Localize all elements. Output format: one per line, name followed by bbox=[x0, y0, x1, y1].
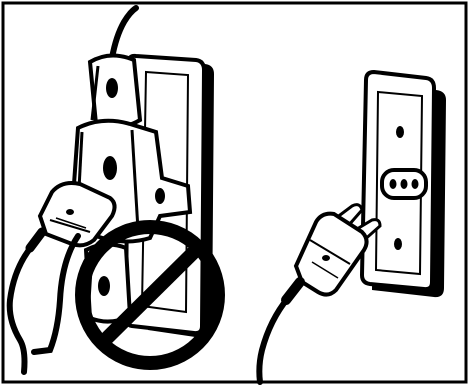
wall-plate-right bbox=[359, 69, 446, 298]
power-cord-top bbox=[109, 5, 139, 61]
side-plug-left bbox=[6, 181, 117, 375]
power-cord-bottom bbox=[31, 233, 81, 355]
top-plug bbox=[87, 53, 143, 130]
prohibition-sign-icon bbox=[75, 220, 225, 370]
plug-right bbox=[256, 203, 382, 385]
right-panel-correct-outlet bbox=[256, 69, 446, 385]
left-panel-overloaded-outlet bbox=[6, 5, 225, 375]
